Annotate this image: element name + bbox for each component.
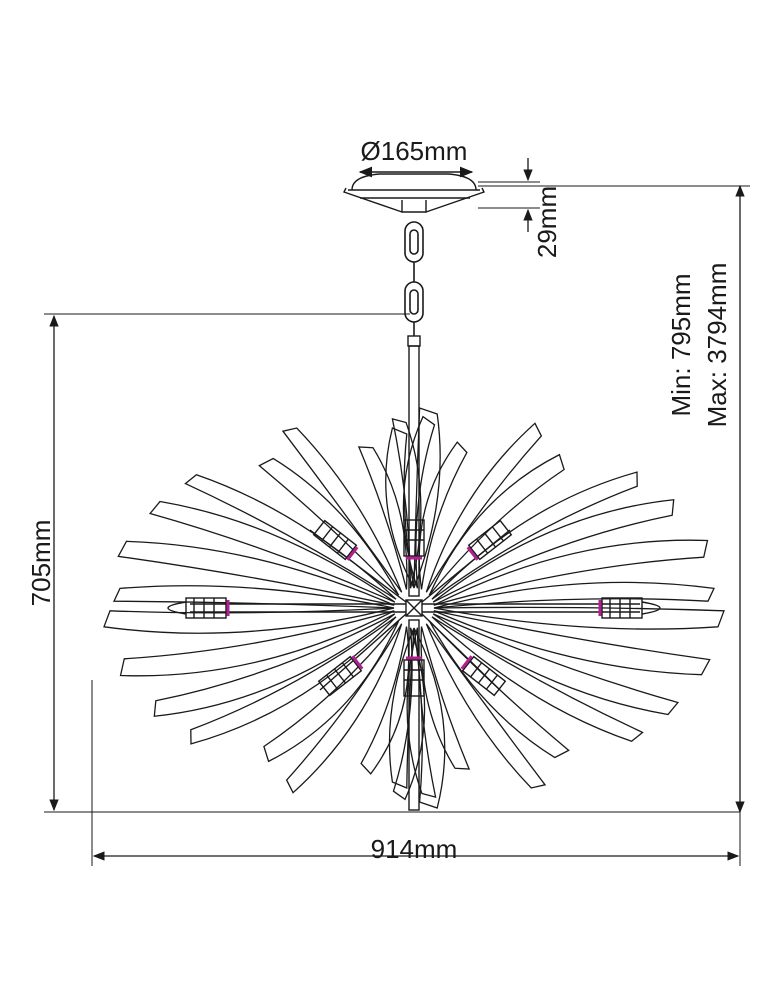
blade-leaf [385, 427, 415, 589]
lamp-holder-right [598, 597, 661, 619]
blade-leaf [360, 626, 410, 775]
blade-leaf [406, 627, 437, 799]
lamp-holder-bottom [403, 656, 425, 697]
lamp-holder-upper-left [312, 519, 359, 561]
blade-leaf [425, 422, 543, 593]
blade-leaf [391, 417, 422, 589]
lamp-holders [167, 519, 661, 697]
canopy-height-label: 29mm [532, 186, 562, 258]
blade-leaf [428, 453, 565, 596]
blade-leaf [148, 500, 396, 603]
blade-leaf [418, 441, 468, 590]
blade-leaf [392, 627, 426, 801]
lamp-holder-upper-right [466, 519, 513, 561]
chain [404, 221, 424, 336]
blade-leaf [420, 626, 471, 770]
body-width-dimension: 914mm [91, 680, 741, 866]
blade-leaf [432, 499, 675, 603]
blade-leaf [119, 610, 395, 677]
blade-leaf [190, 616, 397, 745]
blade-leaves [103, 407, 725, 809]
blade-leaf [112, 585, 395, 609]
blade-leaf [431, 616, 644, 743]
blade-leaf [184, 473, 397, 600]
canopy [343, 173, 485, 213]
blade-leaf [428, 620, 570, 759]
blade-leaf [432, 613, 680, 716]
blade-leaf [153, 613, 396, 717]
blade-leaf [402, 415, 436, 589]
blade-leaf [431, 471, 638, 600]
drop-dimension: Min: 795mm Max: 3794mm [478, 184, 750, 814]
drop-max-label: Max: 3794mm [702, 263, 732, 428]
lamp-holder-top [403, 519, 425, 560]
body-height-label: 705mm [26, 520, 56, 607]
body-width-label: 914mm [371, 834, 458, 864]
blade-leaf [433, 606, 725, 630]
blade-leaf [388, 627, 415, 789]
lamp-holder-lower-right [460, 655, 507, 697]
blade-leaf [433, 539, 709, 606]
lamp-holder-lower-left [317, 655, 364, 697]
blade-leaf [117, 540, 395, 606]
canopy-height-dimension: 29mm [478, 158, 562, 258]
lamp-holder-left [167, 597, 230, 619]
drop-min-label: Min: 795mm [666, 273, 696, 416]
blade-leaf [263, 620, 400, 763]
body-height-dimension: 705mm [26, 313, 740, 813]
blade-leaf [433, 581, 715, 609]
canopy-diameter-label: Ø165mm [361, 136, 468, 166]
blade-leaf [103, 607, 395, 634]
blade-leaf [281, 427, 403, 593]
canopy-diameter-dimension: Ø165mm [358, 136, 474, 178]
blade-leaf [425, 623, 547, 789]
blade-leaf [433, 610, 711, 676]
blade-leaf [285, 623, 403, 794]
